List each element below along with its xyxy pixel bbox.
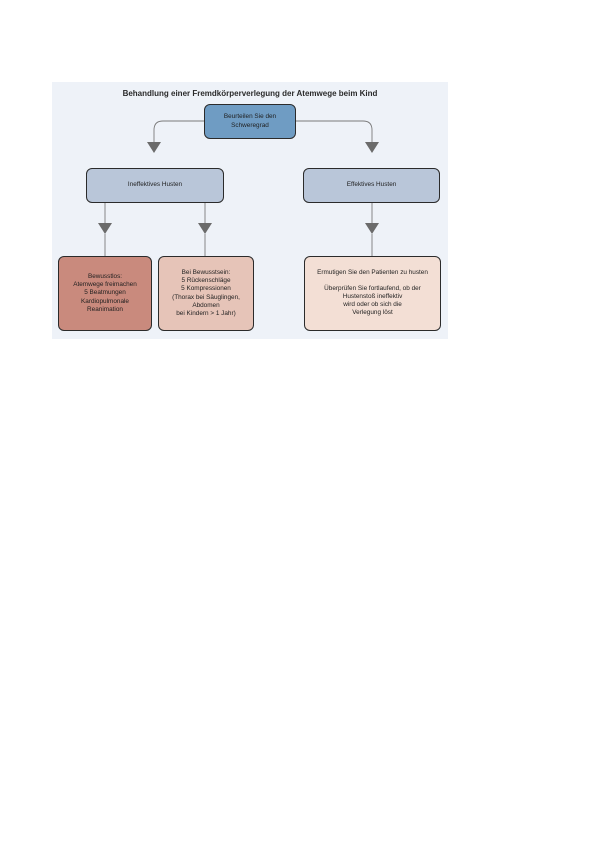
- effective-action-line-1: Ermutigen Sie den Patienten zu husten: [317, 269, 428, 277]
- effective-cough-label: Effektives Husten: [346, 181, 397, 189]
- arrowhead-effective-action: [365, 223, 379, 234]
- arrowhead-effective: [365, 142, 379, 153]
- unconscious-line-3: 5 Beatmungen: [84, 289, 126, 297]
- unconscious-line-5: Reanimation: [87, 305, 123, 313]
- connector-assess-to-ineffective: [153, 120, 204, 142]
- ineffective-cough-box: Ineffektives Husten: [86, 168, 224, 203]
- conscious-box: Bei Bewusstsein: 5 Rückenschläge 5 Kompr…: [158, 256, 254, 331]
- effective-action-box: Ermutigen Sie den Patienten zu husten Üb…: [304, 256, 441, 331]
- unconscious-line-4: Kardiopulmonale: [81, 297, 129, 305]
- effective-action-line-2: Überprüfen Sie fortlaufend, ob der: [324, 284, 421, 292]
- conscious-line-2: 5 Rückenschläge: [181, 276, 231, 284]
- conscious-line-1: Bei Bewusstsein:: [181, 268, 231, 276]
- assess-line-1: Beurteilen Sie den: [223, 113, 277, 121]
- effective-action-line-4: wird oder ob sich die: [343, 301, 402, 309]
- conscious-line-6: bei Kindern > 1 Jahr): [176, 310, 236, 318]
- arrowhead-unconscious: [98, 223, 112, 234]
- arrowhead-conscious: [198, 223, 212, 234]
- connector-assess-to-effective: [296, 120, 373, 142]
- assess-line-2: Schweregrad: [231, 121, 269, 129]
- assess-severity-box: Beurteilen Sie den Schweregrad: [204, 104, 296, 139]
- conscious-line-5: Abdomen: [192, 301, 220, 309]
- conscious-line-4: (Thorax bei Säuglingen,: [172, 293, 240, 301]
- effective-cough-box: Effektives Husten: [303, 168, 440, 203]
- arrowhead-ineffective: [147, 142, 161, 153]
- unconscious-line-2: Atemwege freimachen: [73, 281, 137, 289]
- conscious-line-3: 5 Kompressionen: [181, 285, 231, 293]
- effective-action-line-3: Hustenstoß ineffektiv: [342, 292, 403, 300]
- ineffective-cough-label: Ineffektives Husten: [127, 181, 183, 189]
- diagram-title: Behandlung einer Fremdkörperverlegung de…: [122, 89, 378, 98]
- effective-action-line-5: Verlegung löst: [352, 309, 393, 317]
- unconscious-box: Bewusstlos: Atemwege freimachen 5 Beatmu…: [58, 256, 152, 331]
- unconscious-line-1: Bewusstlos:: [87, 272, 123, 280]
